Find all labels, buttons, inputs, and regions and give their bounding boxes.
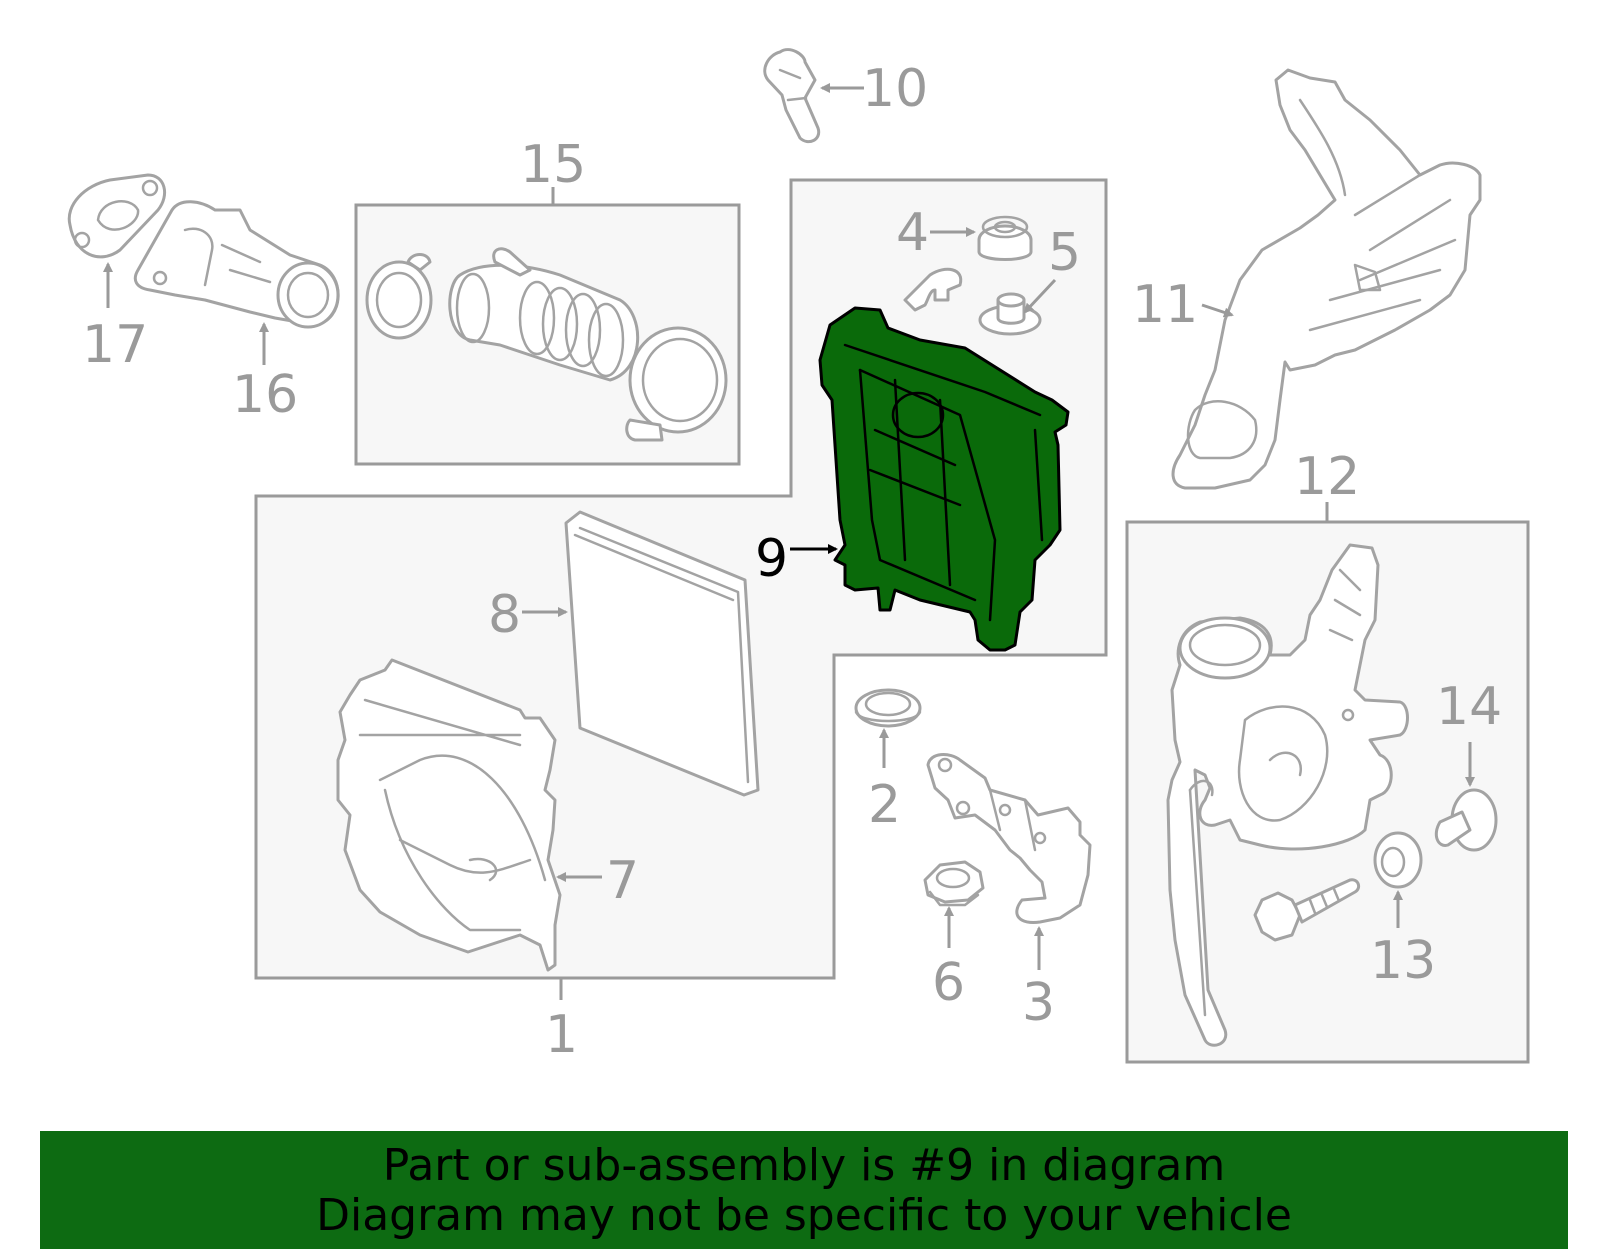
part-8-air-filter[interactable] bbox=[564, 510, 760, 797]
callout-6[interactable]: 6 bbox=[932, 953, 965, 1013]
callout-7[interactable]: 7 bbox=[606, 851, 639, 911]
clip-part bbox=[903, 267, 963, 312]
part-2-grommet[interactable] bbox=[854, 688, 922, 728]
part-4-grommet[interactable] bbox=[977, 215, 1033, 261]
part-7-air-cleaner-housing[interactable] bbox=[336, 658, 562, 972]
callout-11[interactable]: 11 bbox=[1132, 275, 1198, 335]
part-6-nut[interactable] bbox=[923, 860, 985, 907]
callout-9[interactable]: 9 bbox=[755, 529, 788, 589]
callout-10[interactable]: 10 bbox=[862, 59, 928, 119]
banner-line-1: Part or sub-assembly is #9 in diagram bbox=[382, 1140, 1226, 1191]
part-9-air-cleaner-cover[interactable] bbox=[818, 306, 1070, 652]
callout-1[interactable]: 1 bbox=[545, 1005, 578, 1065]
part-5-bushing[interactable] bbox=[978, 292, 1042, 336]
info-banner: Part or sub-assembly is #9 in diagram Di… bbox=[40, 1131, 1568, 1249]
callout-3[interactable]: 3 bbox=[1022, 973, 1055, 1033]
part-17-gasket[interactable] bbox=[67, 173, 167, 259]
part-10-sensor[interactable] bbox=[763, 48, 821, 144]
callout-17[interactable]: 17 bbox=[82, 315, 148, 375]
callout-13[interactable]: 13 bbox=[1370, 931, 1436, 991]
callout-2[interactable]: 2 bbox=[868, 775, 901, 835]
callout-16[interactable]: 16 bbox=[232, 365, 298, 425]
part-15-intake-hose[interactable] bbox=[365, 247, 728, 442]
callout-15[interactable]: 15 bbox=[520, 135, 586, 195]
part-14-pin[interactable] bbox=[1434, 788, 1498, 852]
callout-8[interactable]: 8 bbox=[488, 585, 521, 645]
part-3-bracket[interactable] bbox=[926, 753, 1092, 925]
leader-11 bbox=[1201, 303, 1234, 318]
callout-14[interactable]: 14 bbox=[1436, 677, 1502, 737]
leader-5 bbox=[1023, 278, 1057, 314]
part-13-washer[interactable] bbox=[1373, 831, 1423, 889]
callout-4[interactable]: 4 bbox=[896, 203, 929, 263]
banner-line-2: Diagram may not be specific to your vehi… bbox=[316, 1190, 1292, 1241]
callout-12[interactable]: 12 bbox=[1294, 447, 1360, 507]
part-11-intake-duct[interactable] bbox=[1171, 68, 1482, 490]
part-16-intake-adapter[interactable] bbox=[133, 200, 340, 329]
part-13-bolt[interactable] bbox=[1253, 878, 1361, 942]
callout-5[interactable]: 5 bbox=[1048, 223, 1081, 283]
part-12-housing[interactable] bbox=[1166, 543, 1409, 1047]
